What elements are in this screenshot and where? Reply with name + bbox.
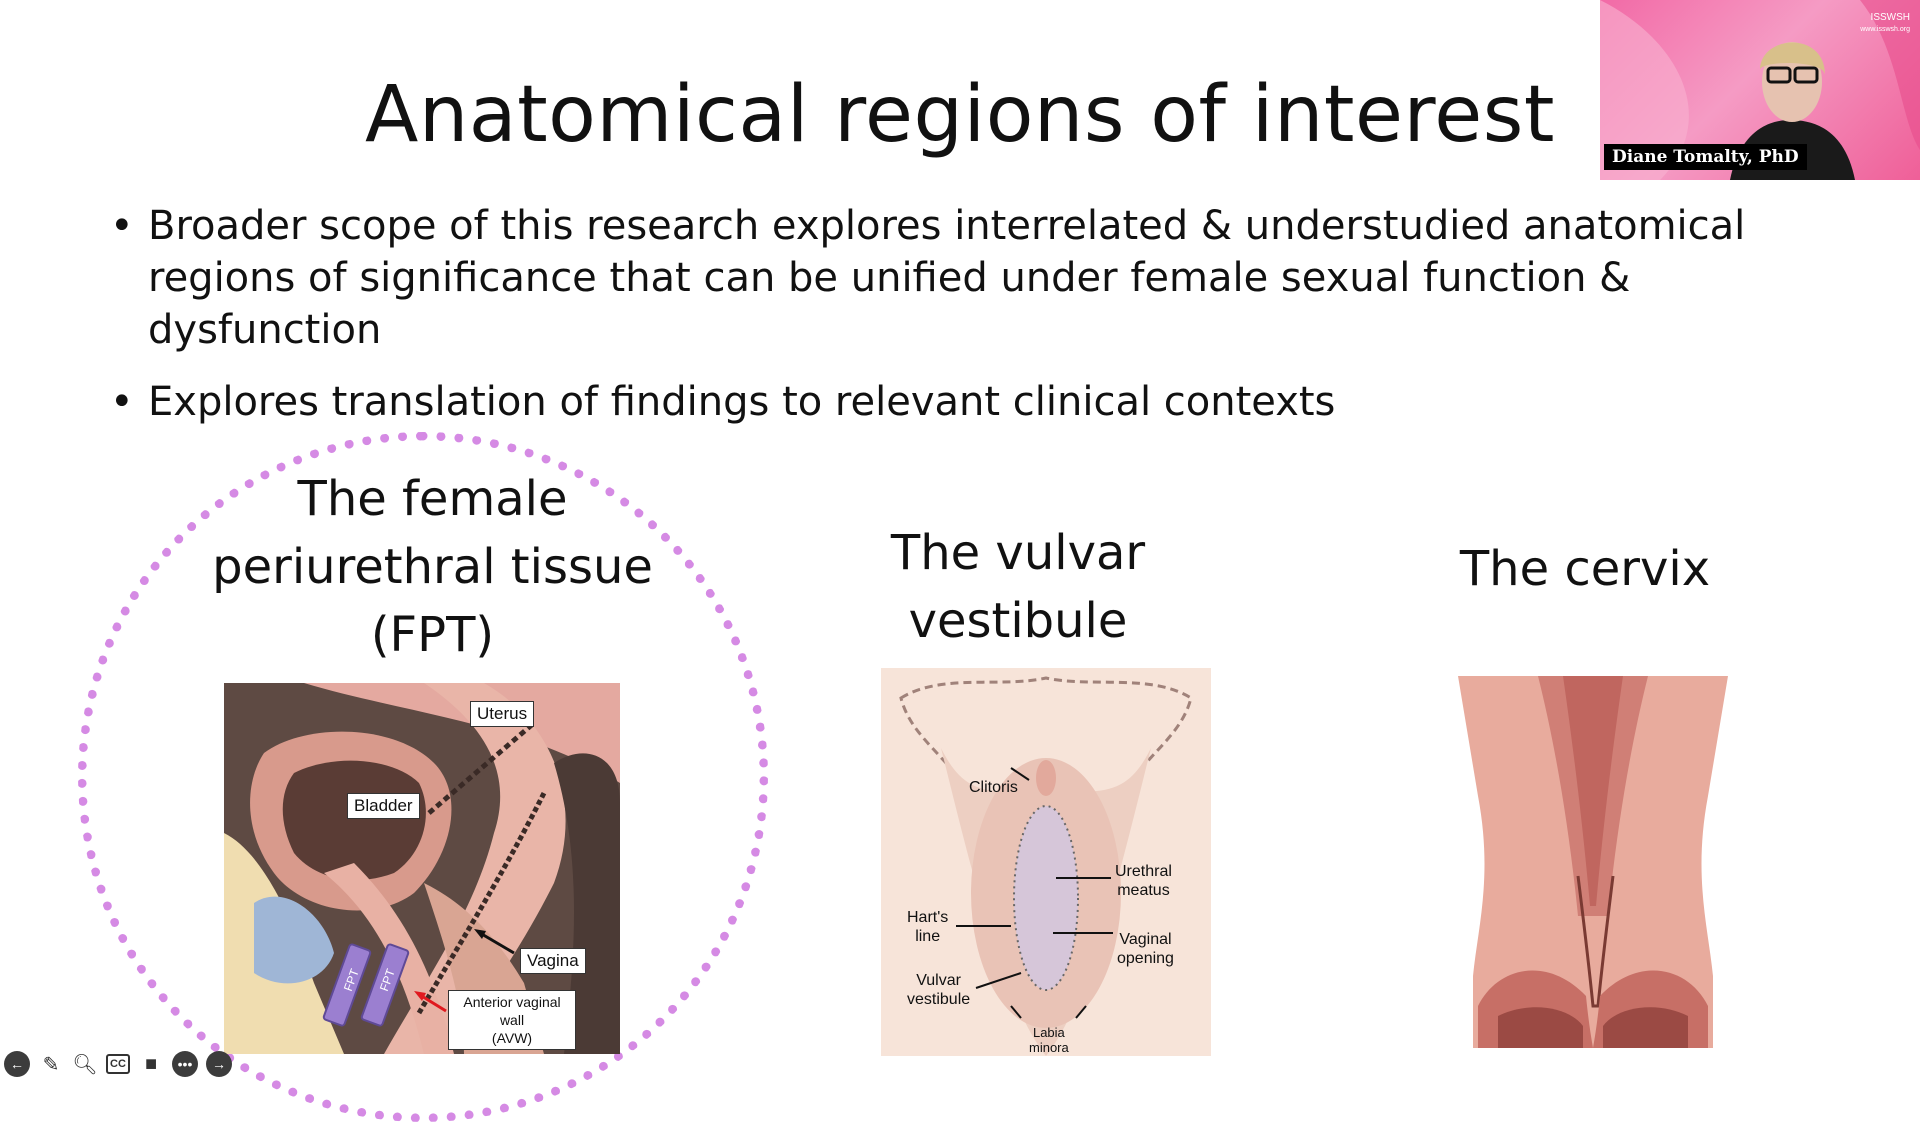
more-icon[interactable]: ••• [172, 1051, 198, 1077]
region-title-line: The vulvar [890, 525, 1146, 581]
label-harts-line-text: line [915, 928, 941, 945]
label-urethral-line: Urethral [1115, 863, 1172, 880]
label-vaginal-opening: Vaginal opening [1117, 930, 1174, 968]
vulva-illustration [881, 668, 1211, 1056]
logo-text: ISSWSH [1870, 12, 1910, 23]
back-icon[interactable]: ← [4, 1051, 30, 1077]
forward-icon[interactable]: → [206, 1051, 232, 1077]
speaker-video: ISSWSH www.isswsh.org Diane Tomalty, PhD [1600, 0, 1920, 180]
label-vaginal-line: Vaginal [1119, 931, 1172, 948]
label-labia-minora: Labia minora [1029, 1025, 1069, 1055]
label-vestibule-line: vestibule [907, 991, 971, 1008]
cervix-anatomy-image [1458, 676, 1728, 1048]
region-title-line: (FPT) [370, 607, 495, 663]
slide-title: Anatomical regions of interest [364, 70, 1556, 160]
label-vagina: Vagina [520, 948, 586, 974]
label-avw: Anterior vaginal wall (AVW) [448, 990, 576, 1050]
label-urethral-line: meatus [1117, 882, 1170, 899]
zoom-icon[interactable]: 🔍︎ [72, 1053, 98, 1076]
region-title-cervix: The cervix [1410, 535, 1760, 603]
region-title-fpt: The female periurethral tissue (FPT) [200, 465, 665, 669]
camera-icon[interactable]: ■ [144, 1052, 158, 1075]
label-uterus: Uterus [470, 701, 535, 727]
label-harts-line-text: Hart's [907, 909, 949, 926]
fpt-anatomy-image: Uterus Bladder Vagina FPT FPT Anterior v… [224, 683, 620, 1054]
speaker-name: Diane Tomalty, PhD [1604, 144, 1807, 170]
region-title-line: periurethral tissue [212, 539, 653, 595]
pen-icon[interactable]: ✎ [42, 1053, 60, 1076]
label-vaginal-line: opening [1117, 950, 1174, 967]
vulva-anatomy-image: Clitoris Urethral meatus Hart's line Vag… [881, 668, 1211, 1056]
label-vestibule-line: Vulvar [916, 972, 961, 989]
logo-url: www.isswsh.org [1860, 26, 1910, 33]
bullet-item: Explores translation of findings to rele… [108, 376, 1848, 428]
label-harts-line: Hart's line [907, 908, 948, 946]
bullet-item: Broader scope of this research explores … [108, 200, 1848, 356]
region-title-line: vestibule [908, 593, 1128, 649]
region-title-line: The cervix [1459, 541, 1711, 597]
cervix-illustration [1458, 676, 1728, 1048]
label-avw-line: Anterior vaginal [463, 994, 561, 1010]
label-avw-line: (AVW) [491, 1030, 533, 1046]
slide: Anatomical regions of interest Broader s… [0, 0, 1920, 1080]
captions-icon[interactable]: CC [106, 1054, 130, 1074]
label-labia-line: Labia [1032, 1025, 1065, 1040]
label-avw-line: wall [499, 1012, 525, 1028]
region-title-line: The female [297, 471, 568, 527]
label-labia-line: minora [1029, 1040, 1069, 1055]
label-urethral: Urethral meatus [1115, 862, 1172, 900]
isswsh-logo: ISSWSH www.isswsh.org [1860, 12, 1910, 36]
presentation-toolbar: ← ✎ 🔍︎ CC ■ ••• → [4, 1050, 232, 1078]
label-bladder: Bladder [347, 793, 420, 819]
bullet-list: Broader scope of this research explores … [108, 200, 1848, 448]
label-vulvar-vestibule: Vulvar vestibule [907, 971, 970, 1009]
label-clitoris: Clitoris [969, 779, 1018, 796]
region-title-vestibule: The vulvar vestibule [858, 519, 1178, 655]
